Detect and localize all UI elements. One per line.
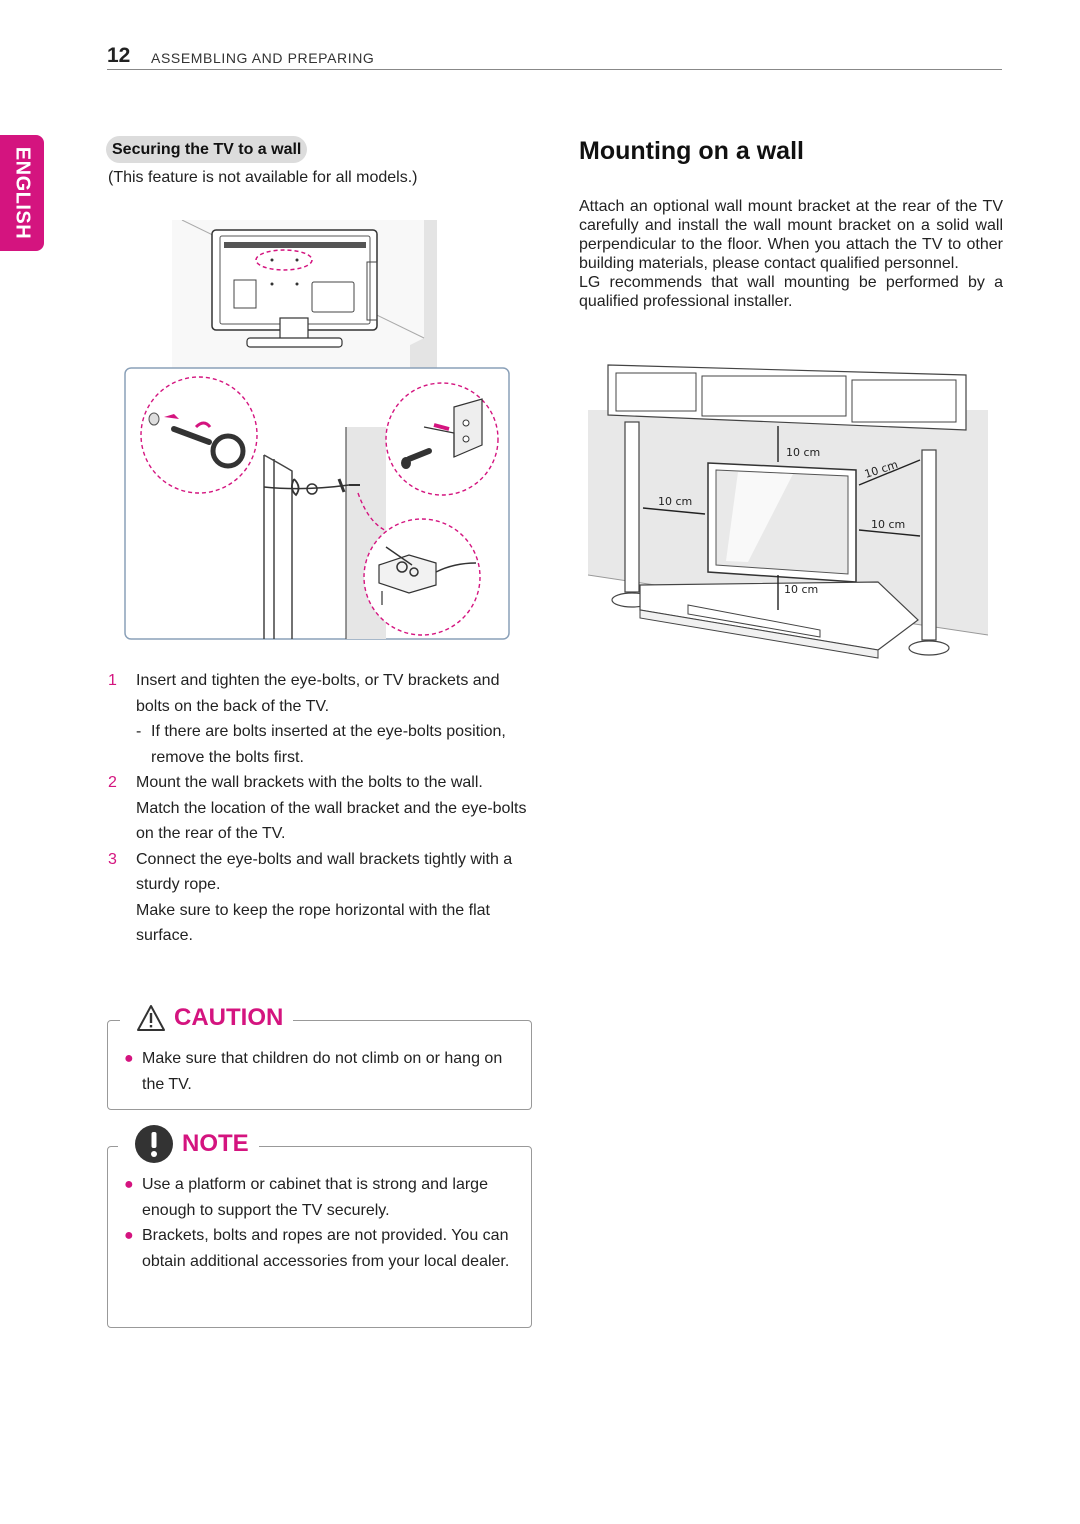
- note-title: NOTE: [182, 1130, 249, 1157]
- tv-back-illustration: [172, 220, 437, 368]
- step-3: 3 Connect the eye-bolts and wall bracket…: [108, 847, 533, 949]
- step-number: 1: [108, 672, 117, 689]
- step-text: Insert and tighten the eye-bolts, or TV …: [136, 672, 500, 715]
- clearance-label-bottom: 10 cm: [784, 583, 818, 596]
- step-text: Mount the wall brackets with the bolts t…: [136, 774, 483, 791]
- language-tab-label: ENGLISH: [11, 146, 34, 240]
- language-tab: ENGLISH: [0, 135, 44, 251]
- mounting-paragraph: LG recommends that wall mounting be perf…: [579, 274, 1003, 310]
- step-1: 1 Insert and tighten the eye-bolts, or T…: [108, 668, 533, 770]
- clearance-label-top: 10 cm: [786, 446, 820, 459]
- securing-rope-illustration: [124, 367, 510, 640]
- note-box: [107, 1146, 532, 1328]
- note-item: ● Use a platform or cabinet that is stro…: [124, 1172, 514, 1223]
- page-number: 12: [107, 44, 131, 67]
- caution-title: CAUTION: [174, 1004, 284, 1031]
- availability-note: (This feature is not available for all m…: [108, 169, 418, 186]
- caution-list: ● Make sure that children do not climb o…: [124, 1046, 504, 1097]
- step-number: 2: [108, 774, 117, 791]
- header-rule: [107, 69, 1002, 70]
- mounting-body: Attach an optional wall mount bracket at…: [579, 197, 1003, 311]
- note-list: ● Use a platform or cabinet that is stro…: [124, 1172, 514, 1274]
- warning-triangle-icon: [137, 1005, 165, 1031]
- step-number: 3: [108, 850, 117, 868]
- bullet-dot: ●: [124, 1227, 134, 1244]
- step-2: 2 Mount the wall brackets with the bolts…: [108, 770, 533, 847]
- note-item: ● Brackets, bolts and ropes are not prov…: [124, 1223, 514, 1274]
- bullet-dot: ●: [124, 1176, 134, 1193]
- step-list: 1 Insert and tighten the eye-bolts, or T…: [108, 668, 533, 949]
- step-extra: Match the location of the wall bracket a…: [136, 799, 527, 843]
- note-header: NOTE: [118, 1122, 259, 1166]
- caution-item: ● Make sure that children do not climb o…: [124, 1046, 504, 1097]
- clearance-label-right-lower: 10 cm: [871, 518, 905, 531]
- section-title: ASSEMBLING AND PREPARING: [151, 50, 375, 66]
- exclamation-circle-icon: [135, 1125, 173, 1163]
- wall-mount-clearance-illustration: 10 cm 10 cm 10 cm 10 cm 10 cm: [588, 364, 988, 665]
- step-extra: Make sure to keep the rope horizontal wi…: [136, 901, 490, 945]
- mounting-title: Mounting on a wall: [579, 137, 804, 165]
- clearance-label-left: 10 cm: [658, 495, 692, 508]
- securing-heading: Securing the TV to a wall: [106, 136, 308, 163]
- caution-header: CAUTION: [120, 998, 294, 1038]
- step-text: Connect the eye-bolts and wall brackets …: [136, 850, 513, 894]
- bullet-dot: ●: [124, 1050, 134, 1067]
- mounting-paragraph: Attach an optional wall mount bracket at…: [579, 198, 1003, 272]
- step-subnote: -If there are bolts inserted at the eye-…: [136, 723, 506, 766]
